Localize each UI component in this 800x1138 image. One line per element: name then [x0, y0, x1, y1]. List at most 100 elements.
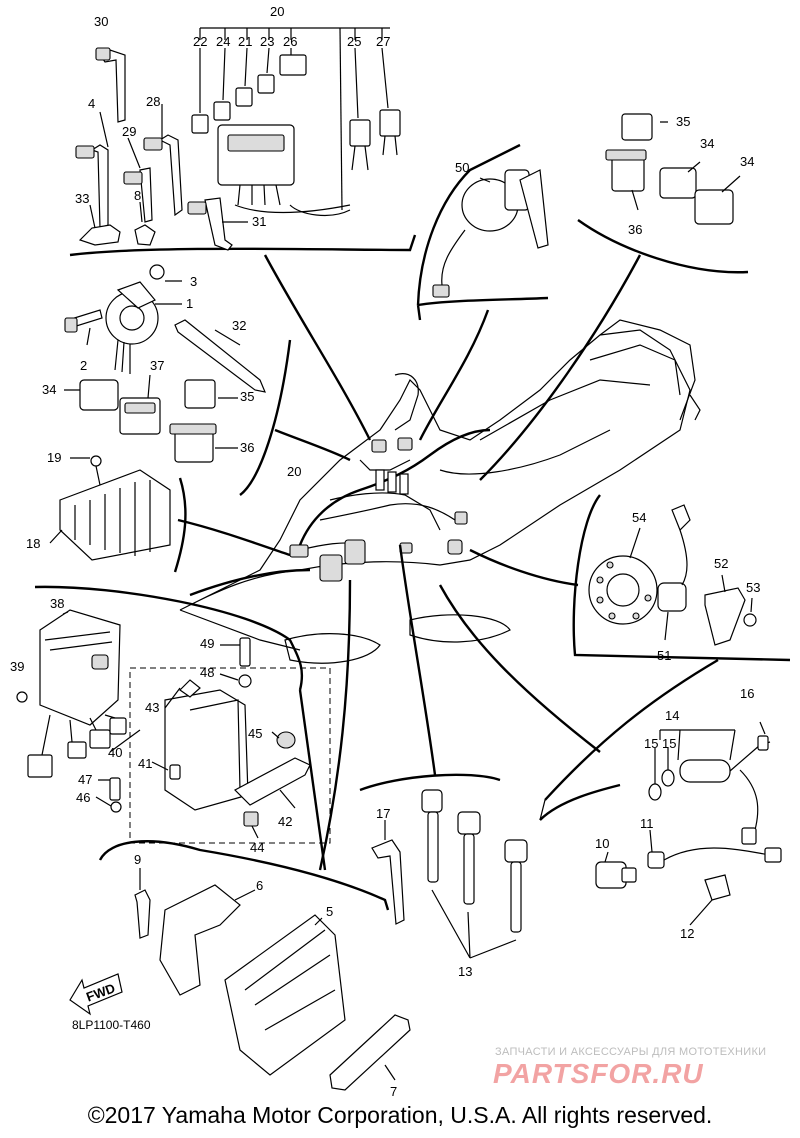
callout-15-a: 15 [644, 736, 658, 751]
coupler-40 [27, 754, 53, 778]
bolt-49 [239, 637, 251, 667]
bracket-40 [164, 689, 249, 811]
bolt-16 [757, 735, 769, 751]
fuse-23 [257, 74, 275, 94]
ecu-bottom-group [98, 840, 411, 1091]
callout-52: 52 [714, 556, 728, 571]
bolt-53 [743, 613, 757, 627]
washer-46 [110, 801, 122, 813]
plate-42 [234, 757, 311, 806]
copyright-notice: ©2017 Yamaha Motor Corporation, U.S.A. A… [87, 1102, 713, 1128]
fuse-box-group [69, 27, 417, 257]
callout-3: 3 [190, 274, 197, 289]
relay-group-right [577, 113, 749, 274]
callout-15-b: 15 [662, 736, 676, 751]
bracket-52 [704, 587, 746, 646]
ignition-coil-c [504, 839, 528, 863]
callout-20-vehicle: 20 [287, 464, 301, 479]
callout-30: 30 [94, 14, 108, 29]
ignition-coil-a [421, 789, 443, 813]
callout-42: 42 [278, 814, 292, 829]
rectifier-group [49, 455, 187, 573]
fuse-holder-25 [349, 119, 371, 147]
tie-4 [90, 144, 109, 229]
bolt-39 [16, 691, 28, 703]
callout-26: 26 [283, 34, 297, 49]
bolt-19 [90, 455, 102, 467]
vehicle-harness [289, 428, 491, 582]
group-leaders [177, 254, 642, 871]
fuse-22 [191, 114, 209, 134]
callout-16: 16 [740, 686, 754, 701]
callout-28: 28 [146, 94, 160, 109]
washer-48 [238, 674, 252, 688]
callout-23: 23 [260, 34, 274, 49]
callout-38: 38 [50, 596, 64, 611]
tie-28 [158, 134, 183, 217]
bracket-6 [159, 884, 241, 996]
horn-relay-group [64, 264, 292, 496]
fuse-26 [279, 54, 307, 76]
fuse-21 [235, 87, 253, 107]
callout-20: 20 [270, 4, 284, 19]
relay-35-left [184, 379, 216, 409]
trigger-wheel-group [572, 494, 791, 662]
callout-51: 51 [657, 648, 671, 663]
o-ring-15b [661, 769, 675, 787]
clamp-33 [78, 224, 121, 246]
callout-32: 32 [232, 318, 246, 333]
nut-3 [149, 264, 165, 280]
callout-8: 8 [134, 188, 141, 203]
tie-31 [204, 197, 233, 251]
callout-35-right: 35 [676, 114, 690, 129]
callout-labels: 30 20 22 24 21 23 26 25 27 4 28 29 33 8 … [10, 4, 760, 1099]
callout-2: 2 [80, 358, 87, 373]
rectifier-regulator [59, 469, 171, 561]
grommet-45 [276, 731, 296, 749]
callout-17: 17 [376, 806, 390, 821]
callout-46: 46 [76, 790, 90, 805]
callout-27: 27 [376, 34, 390, 49]
ecu-5 [224, 914, 346, 1076]
cover-34-left [79, 379, 119, 411]
clamp-12 [704, 874, 731, 901]
tie-29 [139, 167, 153, 223]
callout-18: 18 [26, 536, 40, 551]
fuse-holder-27 [379, 109, 401, 137]
main-switch-group [416, 143, 549, 321]
callout-6: 6 [256, 878, 263, 893]
callout-33: 33 [75, 191, 89, 206]
callout-5: 5 [326, 904, 333, 919]
callout-1: 1 [186, 296, 193, 311]
relay-35-right [621, 113, 653, 141]
callout-21: 21 [238, 34, 252, 49]
watermark-tagline: ЗАПЧАСТИ И АКСЕССУАРЫ ДЛЯ МОТОТЕХНИКИ [495, 1046, 767, 1058]
callout-49: 49 [200, 636, 214, 651]
callout-40: 40 [108, 745, 122, 760]
callout-4: 4 [88, 96, 95, 111]
damper-41 [169, 764, 181, 780]
clip-43 [179, 679, 201, 698]
pickup-coil-51 [657, 582, 687, 612]
callout-48: 48 [200, 665, 214, 680]
callout-50: 50 [455, 160, 469, 175]
callout-13: 13 [458, 964, 472, 979]
sensor-11 [647, 851, 665, 869]
callout-10: 10 [595, 836, 609, 851]
sensor-14 [679, 759, 731, 783]
diagram-part-code: 8LP1100-T460 [72, 1018, 151, 1032]
tie-17 [371, 839, 405, 925]
ignition-coil-b [457, 811, 481, 835]
sensor-wheel-54 [588, 555, 658, 625]
callout-36-left: 36 [240, 440, 254, 455]
callout-25: 25 [347, 34, 361, 49]
cover-34-right-a [659, 167, 697, 199]
callout-9: 9 [134, 852, 141, 867]
callout-11: 11 [640, 816, 654, 831]
ignition-coil-group [359, 773, 528, 959]
kit-boundary [129, 667, 331, 844]
callout-7: 7 [390, 1084, 397, 1099]
callout-19: 19 [47, 450, 61, 465]
ecu-in-vehicle [319, 554, 343, 582]
